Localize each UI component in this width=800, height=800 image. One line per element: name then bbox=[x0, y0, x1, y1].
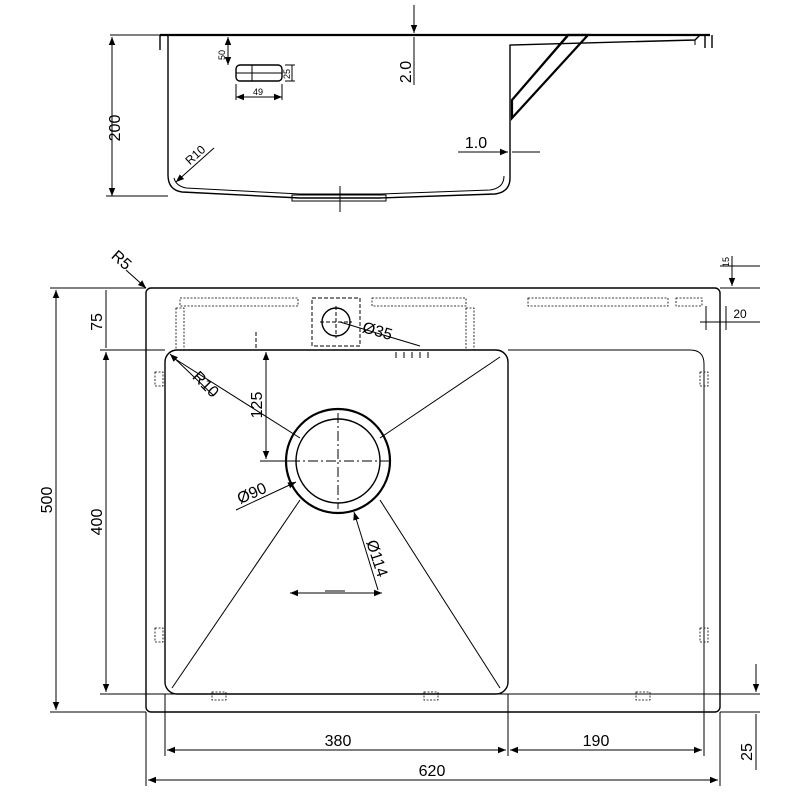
dim-380: 380 bbox=[325, 733, 352, 750]
dim-620: 620 bbox=[419, 763, 446, 780]
dim-400: 400 bbox=[89, 509, 106, 536]
dim-15: 15 bbox=[721, 257, 731, 267]
dim-50: 50 bbox=[217, 50, 227, 60]
thickness-side: 1.0 bbox=[465, 135, 487, 152]
dim-75: 75 bbox=[89, 313, 106, 331]
thickness-top: 2.0 bbox=[398, 61, 415, 83]
dim-190: 190 bbox=[583, 733, 610, 750]
side-view: 200 50 25 49 R10 2.0 1.0 bbox=[106, 5, 713, 212]
bowl-radius: R10 bbox=[189, 368, 222, 401]
dim-500: 500 bbox=[39, 487, 56, 514]
dim-20: 20 bbox=[733, 307, 747, 321]
corner-radius: R5 bbox=[108, 247, 135, 273]
drain-outer-dim: Ø114 bbox=[362, 538, 390, 579]
dim-25-side: 25 bbox=[282, 69, 292, 79]
side-radius: R10 bbox=[182, 142, 208, 167]
drain-inner-dim: Ø90 bbox=[235, 480, 270, 508]
top-view: R5 R10 500 400 75 125 Ø35 Ø90 Ø114 bbox=[39, 247, 760, 786]
dim-25-bottom: 25 bbox=[739, 743, 756, 761]
dim-200: 200 bbox=[107, 115, 124, 142]
tap-hole-dim: Ø35 bbox=[360, 319, 394, 344]
dim-125: 125 bbox=[249, 392, 266, 419]
dim-49: 49 bbox=[253, 87, 263, 97]
